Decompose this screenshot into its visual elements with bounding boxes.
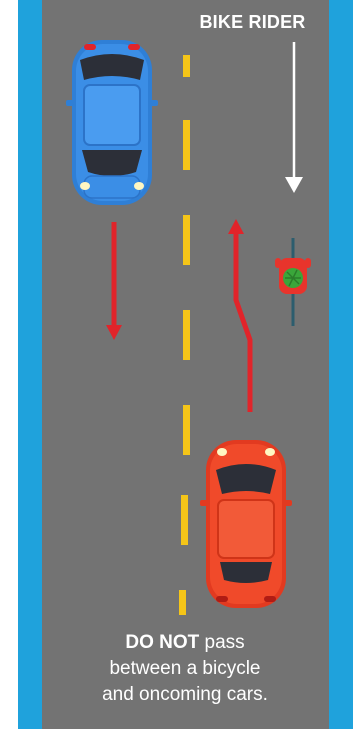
caption-emphasis: DO NOT: [125, 632, 199, 653]
left-shoulder: [18, 0, 42, 729]
blue-car: [66, 40, 158, 205]
caption-line-3: and oncoming cars.: [40, 682, 330, 708]
right-shoulder: [329, 0, 353, 729]
caption-line-1: DO NOT pass: [40, 630, 330, 656]
caption-line-2: between a bicycle: [40, 656, 330, 682]
warning-caption: DO NOT pass between a bicycle and oncomi…: [40, 630, 330, 708]
caption-line-1-rest: pass: [199, 632, 244, 653]
bike-rider-label: BIKE RIDER: [180, 12, 325, 33]
red-car: [200, 440, 292, 608]
